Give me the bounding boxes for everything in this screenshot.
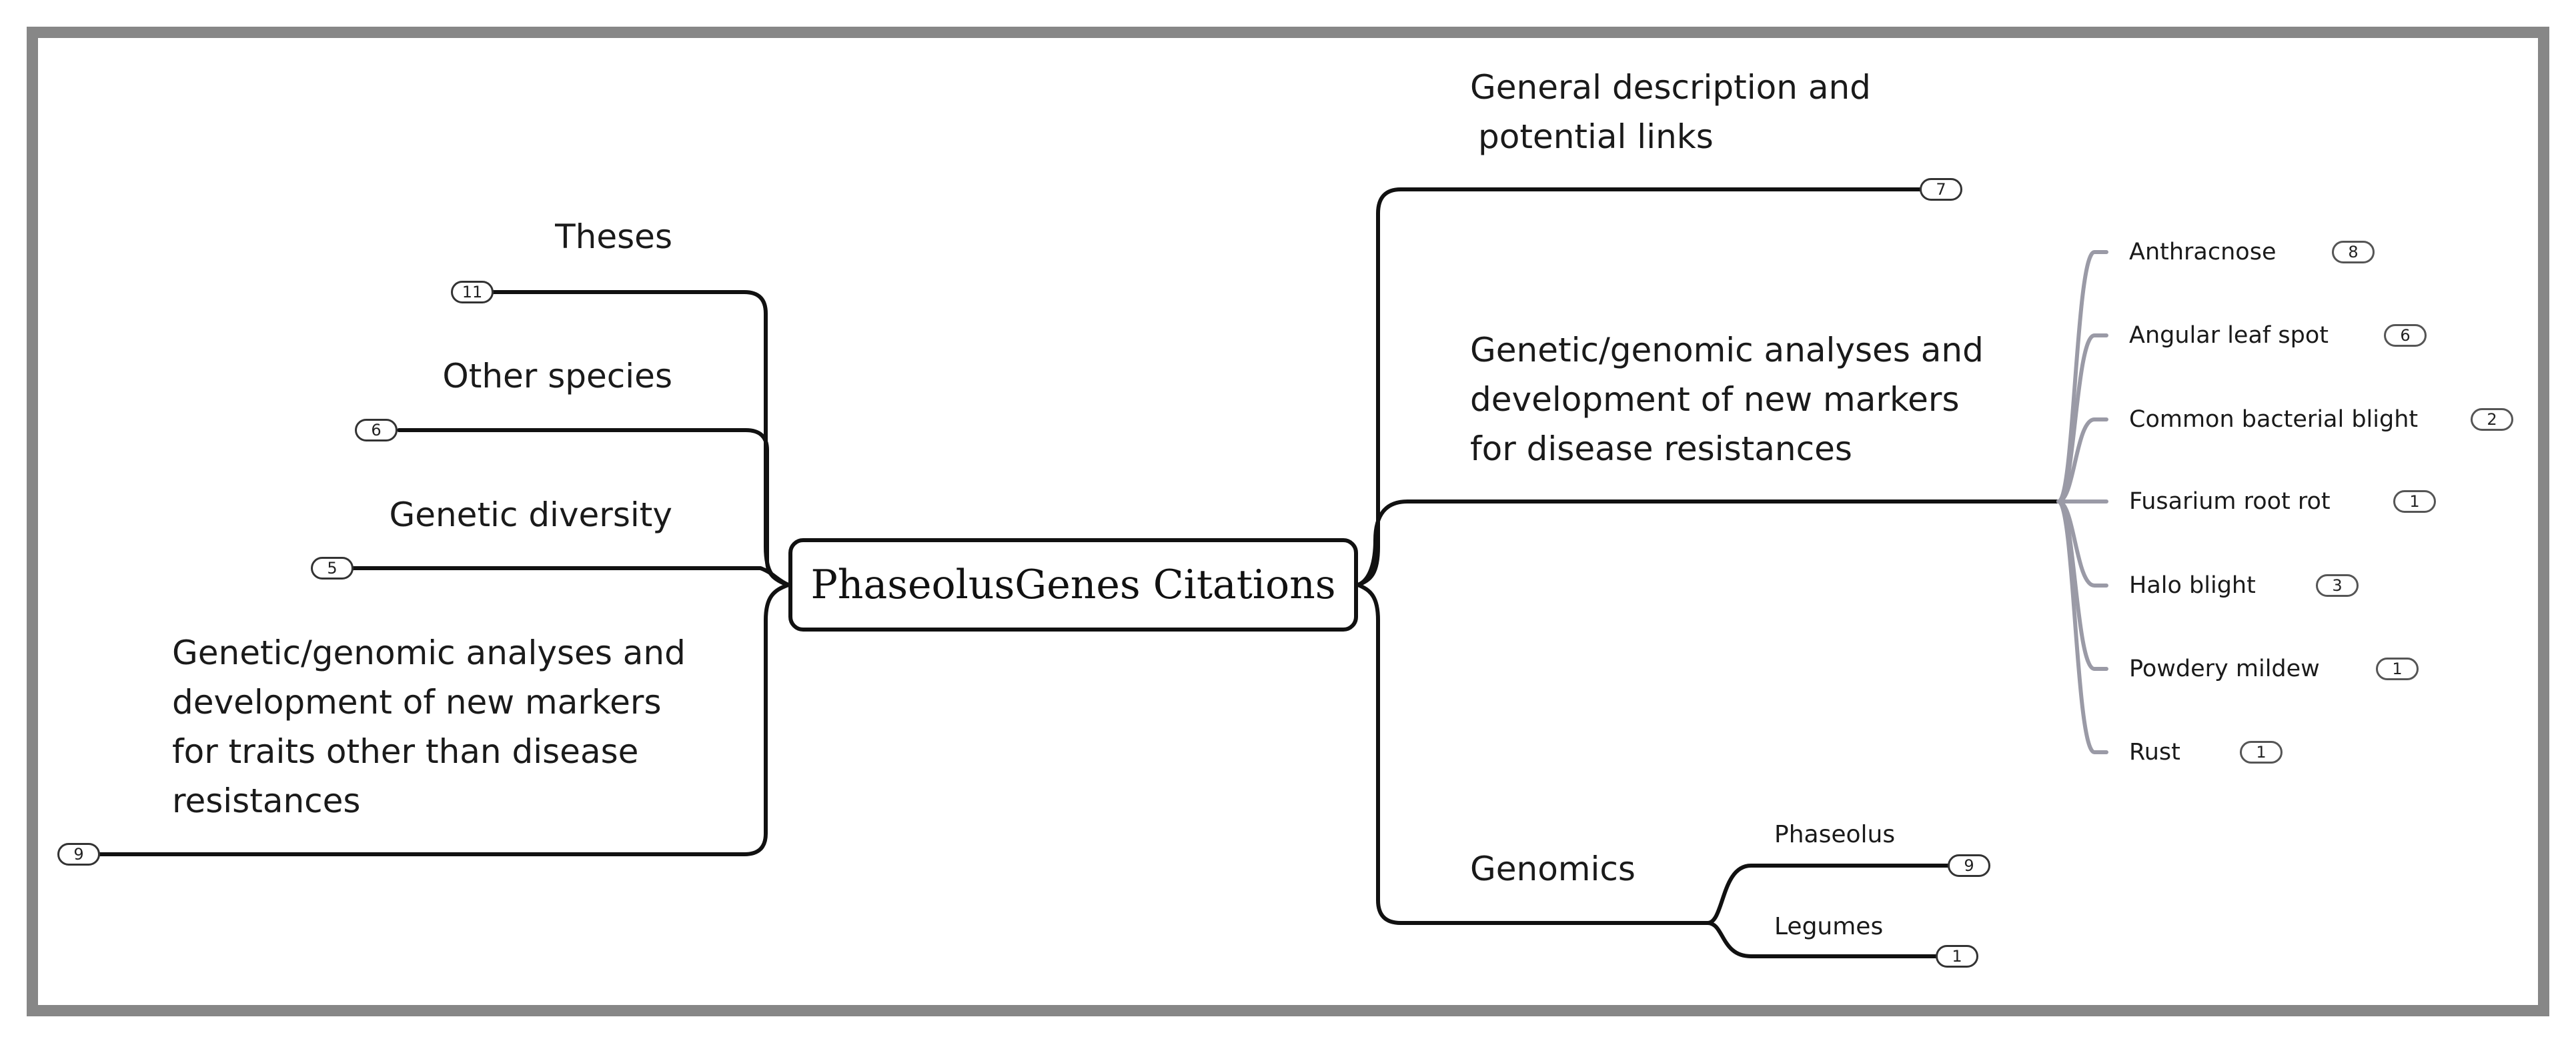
connector-theses: [492, 290, 790, 587]
count-badge-other-species: 6: [355, 419, 398, 441]
topic-disease-label[interactable]: Genetic/genomic analyses and development…: [1470, 331, 1984, 468]
topic-traits-label[interactable]: Genetic/genomic analyses and development…: [172, 634, 686, 820]
connector-angular-leaf-spot: [2056, 333, 2108, 503]
connector-genetic-diversity: [352, 566, 790, 587]
topic-halo-blight-label[interactable]: Halo blight: [2129, 572, 2256, 599]
count-badge-halo-blight: 3: [2316, 574, 2359, 597]
topic-fusarium-root-rot-label[interactable]: Fusarium root rot: [2129, 488, 2331, 515]
topic-other-species-label[interactable]: Other species: [442, 357, 672, 395]
topic-common-bacterial-blight-label[interactable]: Common bacterial blight: [2129, 406, 2419, 433]
topic-genetic-diversity-label[interactable]: Genetic diversity: [389, 495, 672, 534]
connector-rust: [2056, 499, 2108, 754]
topic-angular-leaf-spot-label[interactable]: Angular leaf spot: [2129, 322, 2329, 349]
topic-genomics-label[interactable]: Genomics: [1470, 850, 1636, 888]
count-badge-legumes: 1: [1936, 945, 1978, 968]
count-badge-traits: 9: [57, 843, 100, 866]
topic-theses-label[interactable]: Theses: [555, 217, 672, 256]
count-badge-phaseolus: 9: [1948, 854, 1990, 877]
connector-general: [1356, 187, 1922, 587]
central-topic-label: PhaseolusGenes Citations: [810, 562, 1336, 608]
topic-legumes-label[interactable]: Legumes: [1774, 913, 1884, 940]
connector-common-bacterial-blight: [2056, 417, 2108, 503]
connector-disease: [1356, 499, 2060, 587]
topic-phaseolus-label[interactable]: Phaseolus: [1774, 821, 1896, 848]
connector-phaseolus: [1706, 864, 1956, 925]
topic-powdery-mildew-label[interactable]: Powdery mildew: [2129, 656, 2320, 682]
count-badge-angular-leaf-spot: 6: [2384, 324, 2427, 347]
topic-anthracnose-label[interactable]: Anthracnose: [2129, 239, 2277, 265]
count-badge-anthracnose: 8: [2332, 241, 2375, 263]
count-badge-fusarium-root-rot: 1: [2393, 490, 2436, 513]
count-badge-genetic-diversity: 5: [311, 557, 354, 580]
diagram-frame: [27, 27, 2549, 1016]
topic-rust-label[interactable]: Rust: [2129, 739, 2180, 766]
connector-legumes: [1706, 921, 1940, 958]
count-badge-theses: 11: [451, 281, 494, 303]
count-badge-general: 7: [1920, 178, 1962, 201]
topic-general-label-line1[interactable]: General description and: [1470, 68, 1871, 107]
count-badge-powdery-mildew: 1: [2376, 658, 2419, 680]
connector-genomics: [1356, 583, 1710, 925]
connector-traits: [98, 583, 790, 856]
count-badge-common-bacterial-blight: 2: [2471, 408, 2513, 431]
topic-general-label-line2[interactable]: potential links: [1478, 117, 1714, 156]
count-badge-rust: 1: [2240, 741, 2283, 764]
central-topic[interactable]: PhaseolusGenes Citations: [788, 538, 1358, 632]
